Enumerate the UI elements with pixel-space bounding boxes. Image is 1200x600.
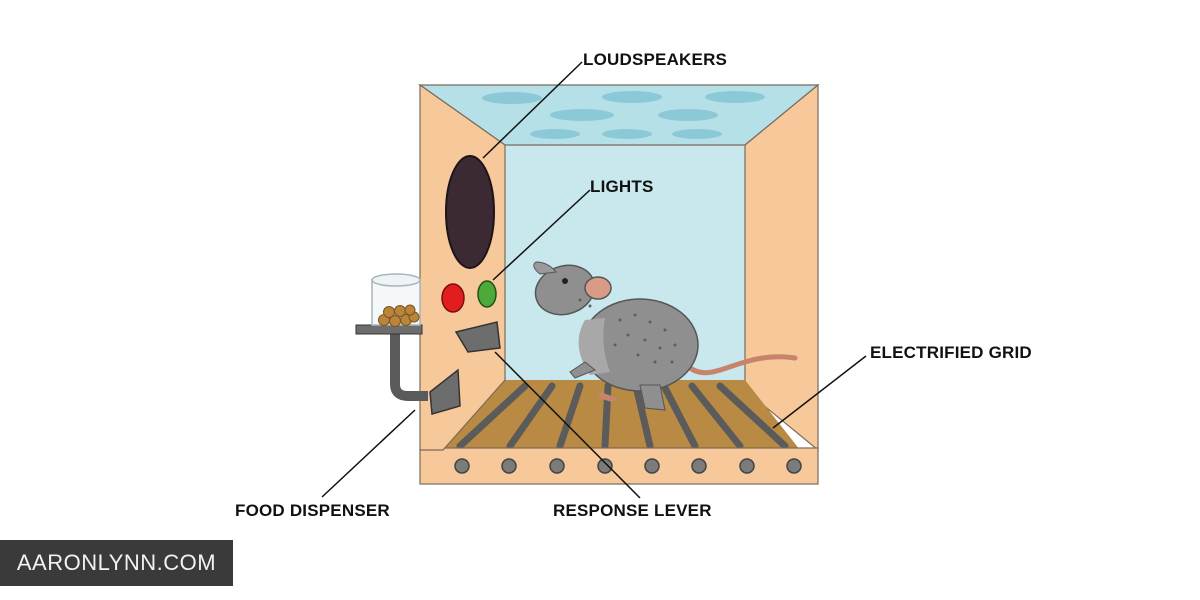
response-lever [454, 321, 501, 353]
red-light [441, 283, 465, 313]
rat-fur-spots [578, 298, 677, 364]
ceiling-light-spot [530, 129, 580, 139]
loudspeakers-leader [482, 61, 583, 159]
electrified-grid-label: ELECTRIFIED GRID [870, 343, 1032, 362]
bar-end [691, 458, 707, 474]
callout-lines [321, 61, 867, 499]
grid-bar [632, 382, 654, 450]
bar-end [549, 458, 565, 474]
food-dispenser-label: FOOD DISPENSER [235, 501, 390, 520]
grid-bar [688, 382, 744, 450]
ceiling-light-spot [602, 129, 652, 139]
watermark: AARONLYNN.COM [0, 540, 233, 586]
bar-end [501, 458, 517, 474]
ceiling-light-spot [550, 109, 614, 121]
food-pellet [383, 306, 395, 318]
grid-floor [443, 380, 800, 450]
grid-leader [772, 355, 867, 429]
green-light [477, 280, 497, 308]
grid-bar [556, 382, 584, 450]
ceiling-light-spot [672, 129, 722, 139]
ceiling-light-spot [705, 91, 765, 103]
ceiling-light-spot [602, 91, 662, 103]
bar-end [597, 458, 613, 474]
food-pellets [378, 304, 420, 327]
loudspeakers-label: LOUDSPEAKERS [583, 50, 728, 69]
rat-front-leg [569, 361, 596, 379]
food-pellet [394, 305, 406, 317]
grid-bar [456, 382, 529, 450]
food-leader [321, 409, 416, 498]
food-dispenser-pipe [390, 334, 428, 401]
rat-foot [598, 392, 618, 402]
lever-leader [494, 351, 641, 499]
rat-ear [584, 276, 612, 300]
bar-end [786, 458, 802, 474]
rat-hind-leg [639, 384, 666, 411]
lights-label: LIGHTS [590, 177, 654, 196]
bar-end [644, 458, 660, 474]
rat-chest [578, 318, 610, 375]
loudspeaker [445, 155, 495, 269]
bar-end [454, 458, 470, 474]
food-pellet [404, 304, 416, 316]
rat [533, 261, 798, 411]
ceiling-light-spot [658, 109, 718, 121]
rat-snout [533, 261, 557, 275]
grid-bar [716, 382, 789, 450]
bar-end [739, 458, 755, 474]
grid-bar [660, 382, 699, 450]
grid-bar [506, 382, 556, 450]
grid-bar-ends [454, 458, 802, 474]
rat-tail [687, 354, 798, 376]
food-jar-rim [371, 273, 421, 287]
ceiling-light-spot [482, 92, 542, 104]
lights-leader [492, 189, 591, 281]
response-lever-label: RESPONSE LEVER [553, 501, 712, 520]
food-shelf [355, 324, 423, 335]
box-front-panel [419, 447, 819, 485]
food-dispenser-tray [429, 368, 461, 415]
rat-eye [562, 278, 568, 284]
